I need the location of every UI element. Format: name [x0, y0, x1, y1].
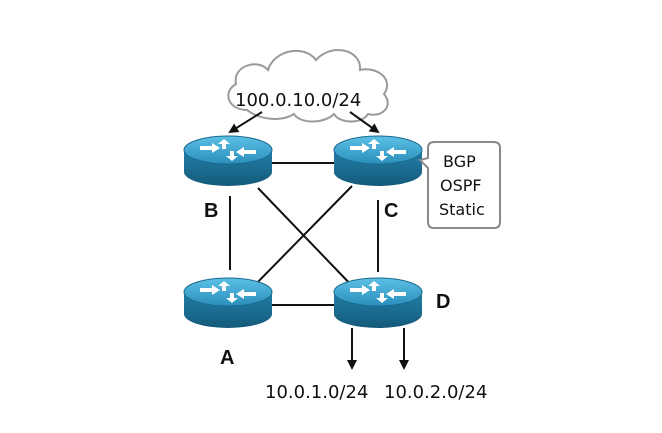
router-label-d: D	[436, 291, 450, 313]
links	[229, 162, 379, 306]
cloud-network-label: 100.0.10.0/24	[235, 90, 361, 111]
router-icon	[333, 135, 423, 187]
router-label-b: B	[204, 200, 218, 222]
protocol-ospf: OSPF	[440, 176, 482, 195]
router-icon	[183, 135, 273, 187]
network-label-1: 10.0.1.0/24	[265, 382, 368, 403]
protocol-callout	[418, 141, 501, 229]
router-label-a: A	[220, 347, 234, 369]
link-b-d	[257, 187, 357, 291]
arrow-cloud-to-b	[228, 111, 263, 134]
cloud-arrows	[228, 111, 380, 134]
network-label-2: 10.0.2.0/24	[384, 382, 487, 403]
arrow-cloud-to-c	[349, 111, 380, 134]
network-arrows	[347, 328, 409, 370]
router-label-c: C	[384, 200, 398, 222]
link-c-a	[251, 185, 353, 289]
cloud-icon	[227, 49, 389, 123]
protocol-bgp: BGP	[443, 152, 476, 171]
protocol-static: Static	[439, 200, 485, 219]
router-icon	[183, 277, 273, 329]
router-icon	[333, 277, 423, 329]
